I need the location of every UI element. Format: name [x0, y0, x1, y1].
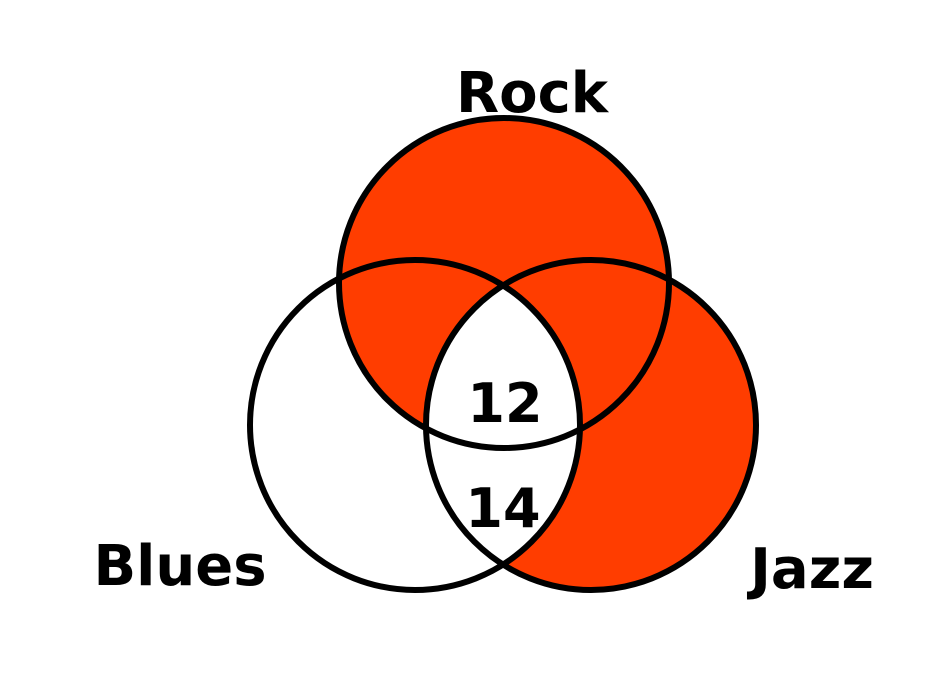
blues-circle	[247, 257, 583, 593]
blues-jazz-intersection-unshaded	[426, 260, 580, 590]
rock-label: Rock	[456, 61, 610, 126]
circle-outlines	[247, 115, 759, 593]
blues-jazz-count: 14	[465, 477, 540, 540]
jazz-circle	[423, 257, 759, 593]
blues-label: Blues	[93, 534, 266, 599]
jazz-label: Jazz	[746, 537, 874, 602]
all-three-count: 12	[467, 372, 542, 435]
rock-circle	[336, 115, 672, 451]
